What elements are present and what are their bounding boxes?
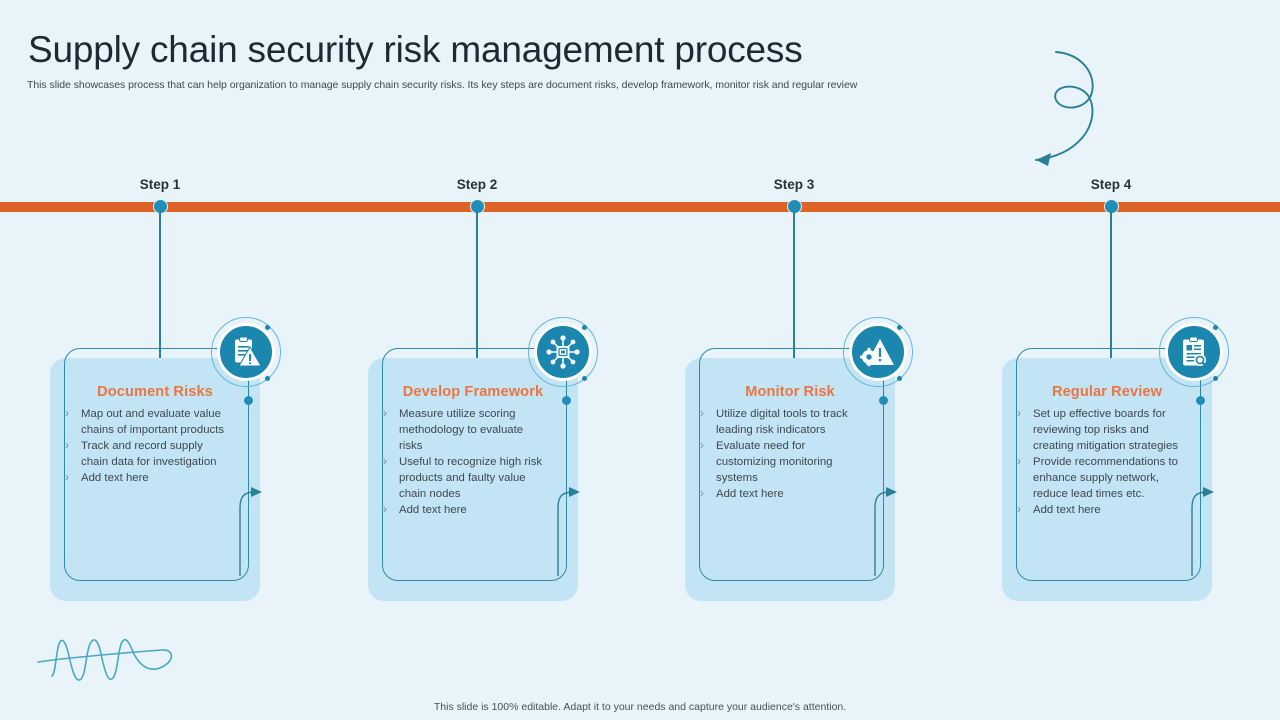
card-bullets-4: Set up effective boards for reviewing to… xyxy=(1013,405,1181,518)
card-title-2: Develop Framework xyxy=(402,384,544,400)
bullet-item: Evaluate need for customizing monitoring… xyxy=(696,437,864,486)
card-bullets-3: Utilize digital tools to track leading r… xyxy=(696,405,864,502)
step-label-4: Step 4 xyxy=(1090,177,1132,192)
icon-ring-dot-b-3 xyxy=(897,376,902,381)
step-label-2: Step 2 xyxy=(456,177,498,192)
gear-warning-icon[interactable] xyxy=(849,323,907,381)
clipboard-search-icon[interactable] xyxy=(1165,323,1223,381)
flow-arrow-4 xyxy=(1191,487,1214,576)
icon-ring-2 xyxy=(528,317,598,387)
flow-arrow-2 xyxy=(557,487,580,576)
icon-ring-dot-a-1 xyxy=(265,325,270,330)
icon-stem-dot-2 xyxy=(562,396,571,405)
icon-ring-1 xyxy=(211,317,281,387)
bullet-item: Useful to recognize high risk products a… xyxy=(379,453,547,502)
card-title-3: Monitor Risk xyxy=(745,384,835,400)
bullet-item: Set up effective boards for reviewing to… xyxy=(1013,405,1181,454)
icon-ring-dot-a-3 xyxy=(897,325,902,330)
bullet-item: Add text here xyxy=(696,485,864,502)
bullet-item: Add text here xyxy=(379,501,547,518)
timeline-stem-3 xyxy=(793,212,795,360)
timeline-bar xyxy=(0,202,1280,212)
clipboard-warning-icon[interactable] xyxy=(217,323,275,381)
step-label-1: Step 1 xyxy=(139,177,181,192)
timeline-stem-4 xyxy=(1110,212,1112,360)
bullet-item: Add text here xyxy=(1013,501,1181,518)
network-hub-icon[interactable] xyxy=(534,323,592,381)
timeline-stem-2 xyxy=(476,212,478,360)
card-title-4: Regular Review xyxy=(1051,384,1163,400)
icon-ring-dot-a-2 xyxy=(582,325,587,330)
icon-ring-dot-a-4 xyxy=(1213,325,1218,330)
icon-ring-dot-b-2 xyxy=(582,376,587,381)
icon-stem-dot-1 xyxy=(244,396,253,405)
icon-ring-4 xyxy=(1159,317,1229,387)
footer-note: This slide is 100% editable. Adapt it to… xyxy=(433,701,847,713)
bullet-item: Provide recommendations to enhance suppl… xyxy=(1013,453,1181,502)
step-label-3: Step 3 xyxy=(773,177,815,192)
card-title-1: Document Risks xyxy=(97,384,213,400)
icon-ring-dot-b-1 xyxy=(265,376,270,381)
icon-ring-3 xyxy=(843,317,913,387)
card-bullets-1: Map out and evaluate value chains of imp… xyxy=(61,405,229,486)
icon-stem-dot-4 xyxy=(1196,396,1205,405)
bullet-item: Track and record supply chain data for i… xyxy=(61,437,229,470)
bullet-item: Utilize digital tools to track leading r… xyxy=(696,405,864,438)
timeline-stem-1 xyxy=(159,212,161,360)
icon-ring-dot-b-4 xyxy=(1213,376,1218,381)
flow-arrow-3 xyxy=(874,487,897,576)
bullet-item: Map out and evaluate value chains of imp… xyxy=(61,405,229,438)
page-subtitle: This slide showcases process that can he… xyxy=(27,79,858,91)
flow-arrow-1 xyxy=(239,487,262,576)
icon-stem-dot-3 xyxy=(879,396,888,405)
bullet-item: Measure utilize scoring methodology to e… xyxy=(379,405,547,454)
card-bullets-2: Measure utilize scoring methodology to e… xyxy=(379,405,547,518)
curly-arrow-icon xyxy=(1035,51,1094,166)
zigzag-squiggle-icon xyxy=(37,638,173,681)
bullet-item: Add text here xyxy=(61,469,229,486)
page-title: Supply chain security risk management pr… xyxy=(28,29,803,70)
